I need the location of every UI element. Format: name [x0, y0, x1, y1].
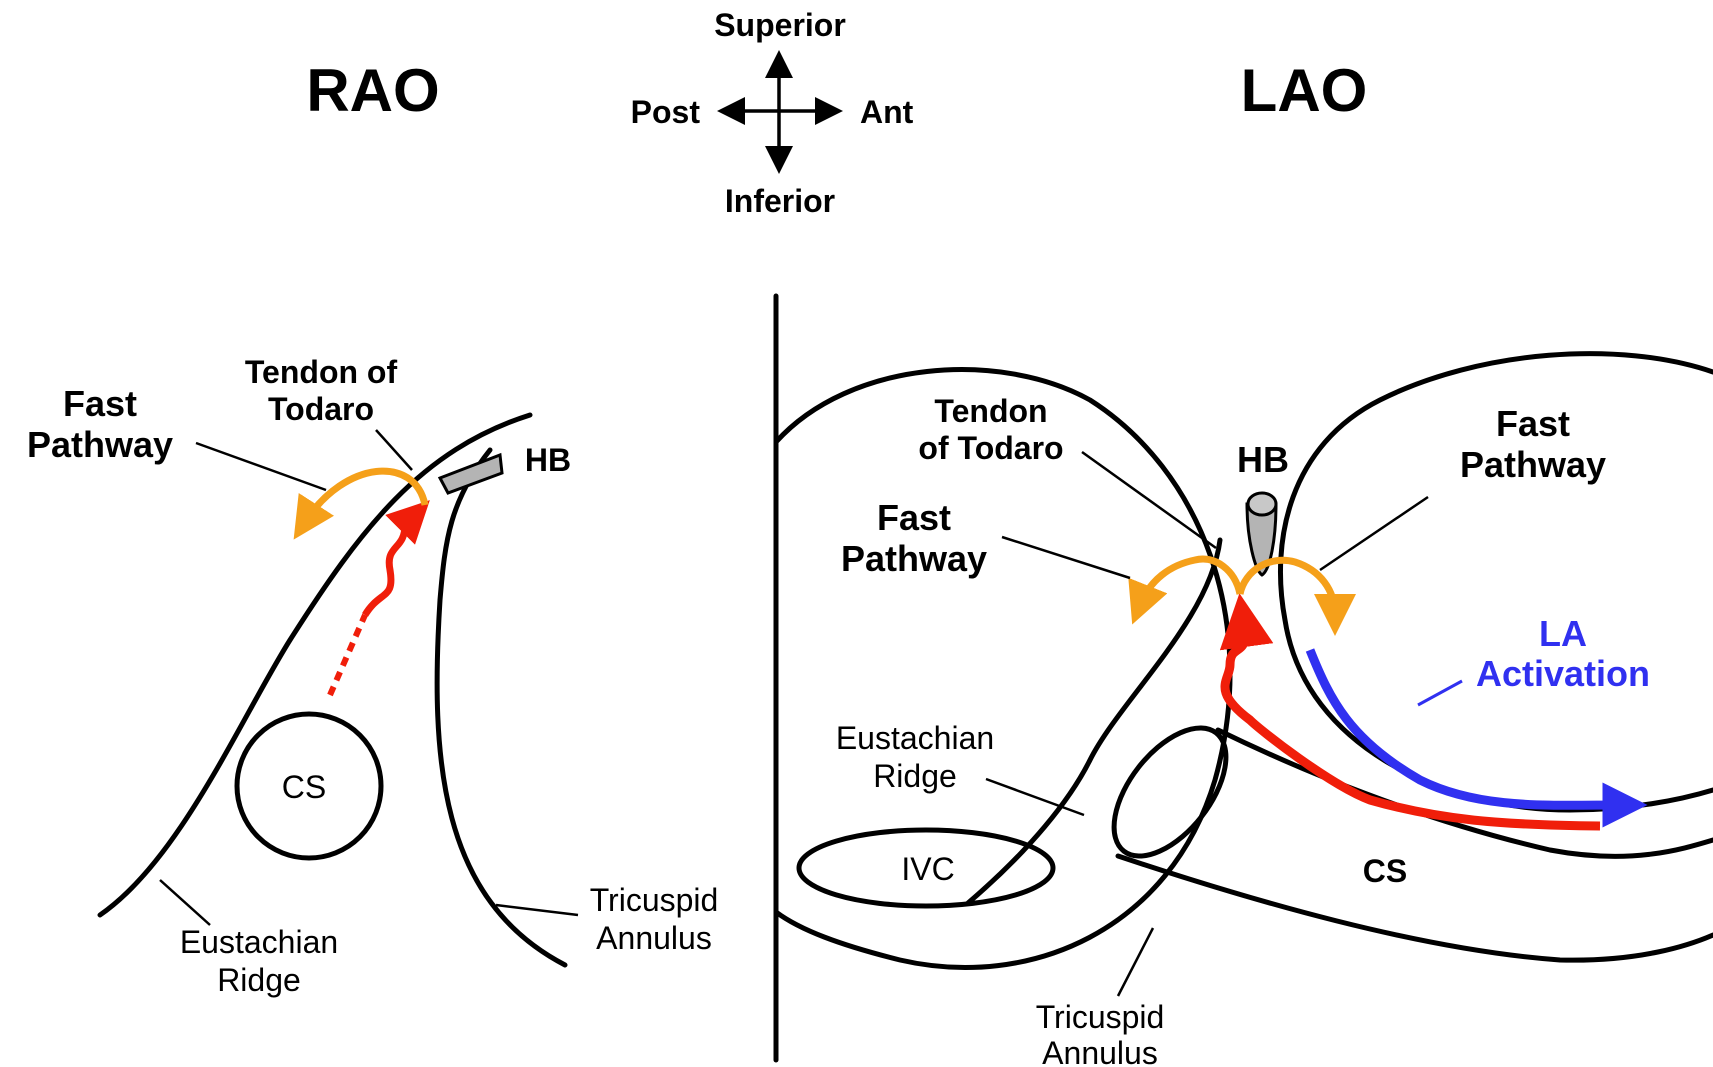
lao-ivc-label: IVC [901, 851, 954, 887]
rao-slow-pathway-arrow [365, 515, 415, 615]
lao-eustachian-label-2: Ridge [873, 758, 957, 794]
rao-eustachian-label-2: Ridge [217, 962, 301, 998]
rao-fast-pathway-label-1: Fast [63, 383, 137, 424]
lao-title: LAO [1241, 57, 1368, 124]
rao-fast-pathway-label-2: Pathway [27, 424, 173, 465]
compass-anterior: Ant [860, 94, 914, 130]
lao-view: IVC Tendon of Todaro HB Fast Pathway Fas… [776, 296, 1713, 1067]
rao-title: RAO [306, 57, 439, 124]
lao-fast-right-label-1: Fast [1496, 403, 1570, 444]
lao-fast-right-label-2: Pathway [1460, 444, 1606, 485]
lao-eustachian-label-1: Eustachian [836, 720, 994, 756]
rao-tricuspid-label-2: Annulus [596, 920, 712, 956]
rao-view: CS Fast Pathway Tendon of Todaro HB Eust… [27, 354, 718, 998]
lao-fast-left-label-2: Pathway [841, 538, 987, 579]
compass-posterior: Post [631, 94, 701, 130]
rao-tricuspid-leader [496, 905, 578, 915]
lao-fast-left-label-1: Fast [877, 497, 951, 538]
lao-tendon-leader [1082, 452, 1216, 548]
rao-cs-label: CS [282, 769, 326, 805]
rao-his-bundle [440, 455, 502, 493]
rao-eustachian-leader [160, 880, 210, 925]
lao-cs-label: CS [1363, 853, 1407, 889]
lao-fast-pathway-arrow-left [1140, 559, 1240, 605]
lao-tricuspid-label-2: Annulus [1042, 1035, 1158, 1067]
lao-cs-lower-wall [1118, 856, 1713, 960]
lao-la-label-2: Activation [1476, 653, 1650, 694]
lao-fast-left-leader [1002, 537, 1130, 578]
compass-superior: Superior [714, 7, 846, 43]
lao-tricuspid-leader [1118, 928, 1153, 996]
rao-tendon-leader [376, 430, 412, 470]
lao-tendon-label-1: Tendon [934, 393, 1047, 429]
rao-tendon-label-2: Todaro [268, 391, 374, 427]
lao-la-label-1: LA [1539, 613, 1587, 654]
lao-hb-label: HB [1237, 439, 1289, 480]
rao-hb-label: HB [525, 442, 571, 478]
rao-tricuspid-label-1: Tricuspid [590, 882, 719, 918]
rao-fast-pathway-arrow [305, 471, 425, 522]
orientation-compass: Superior Inferior Post Ant [631, 7, 914, 219]
lao-fast-right-leader [1320, 497, 1428, 570]
rao-tricuspid-annulus-line [437, 450, 565, 965]
lao-la-leader [1418, 681, 1462, 705]
rao-tendon-label-1: Tendon of [245, 354, 398, 390]
compass-inferior: Inferior [725, 183, 835, 219]
lao-tendon-label-2: of Todaro [918, 430, 1063, 466]
rao-fast-pathway-leader [196, 443, 326, 490]
rao-eustachian-label-1: Eustachian [180, 924, 338, 960]
lao-tricuspid-label-1: Tricuspid [1036, 999, 1165, 1035]
rao-slow-pathway-dotted [330, 615, 365, 695]
